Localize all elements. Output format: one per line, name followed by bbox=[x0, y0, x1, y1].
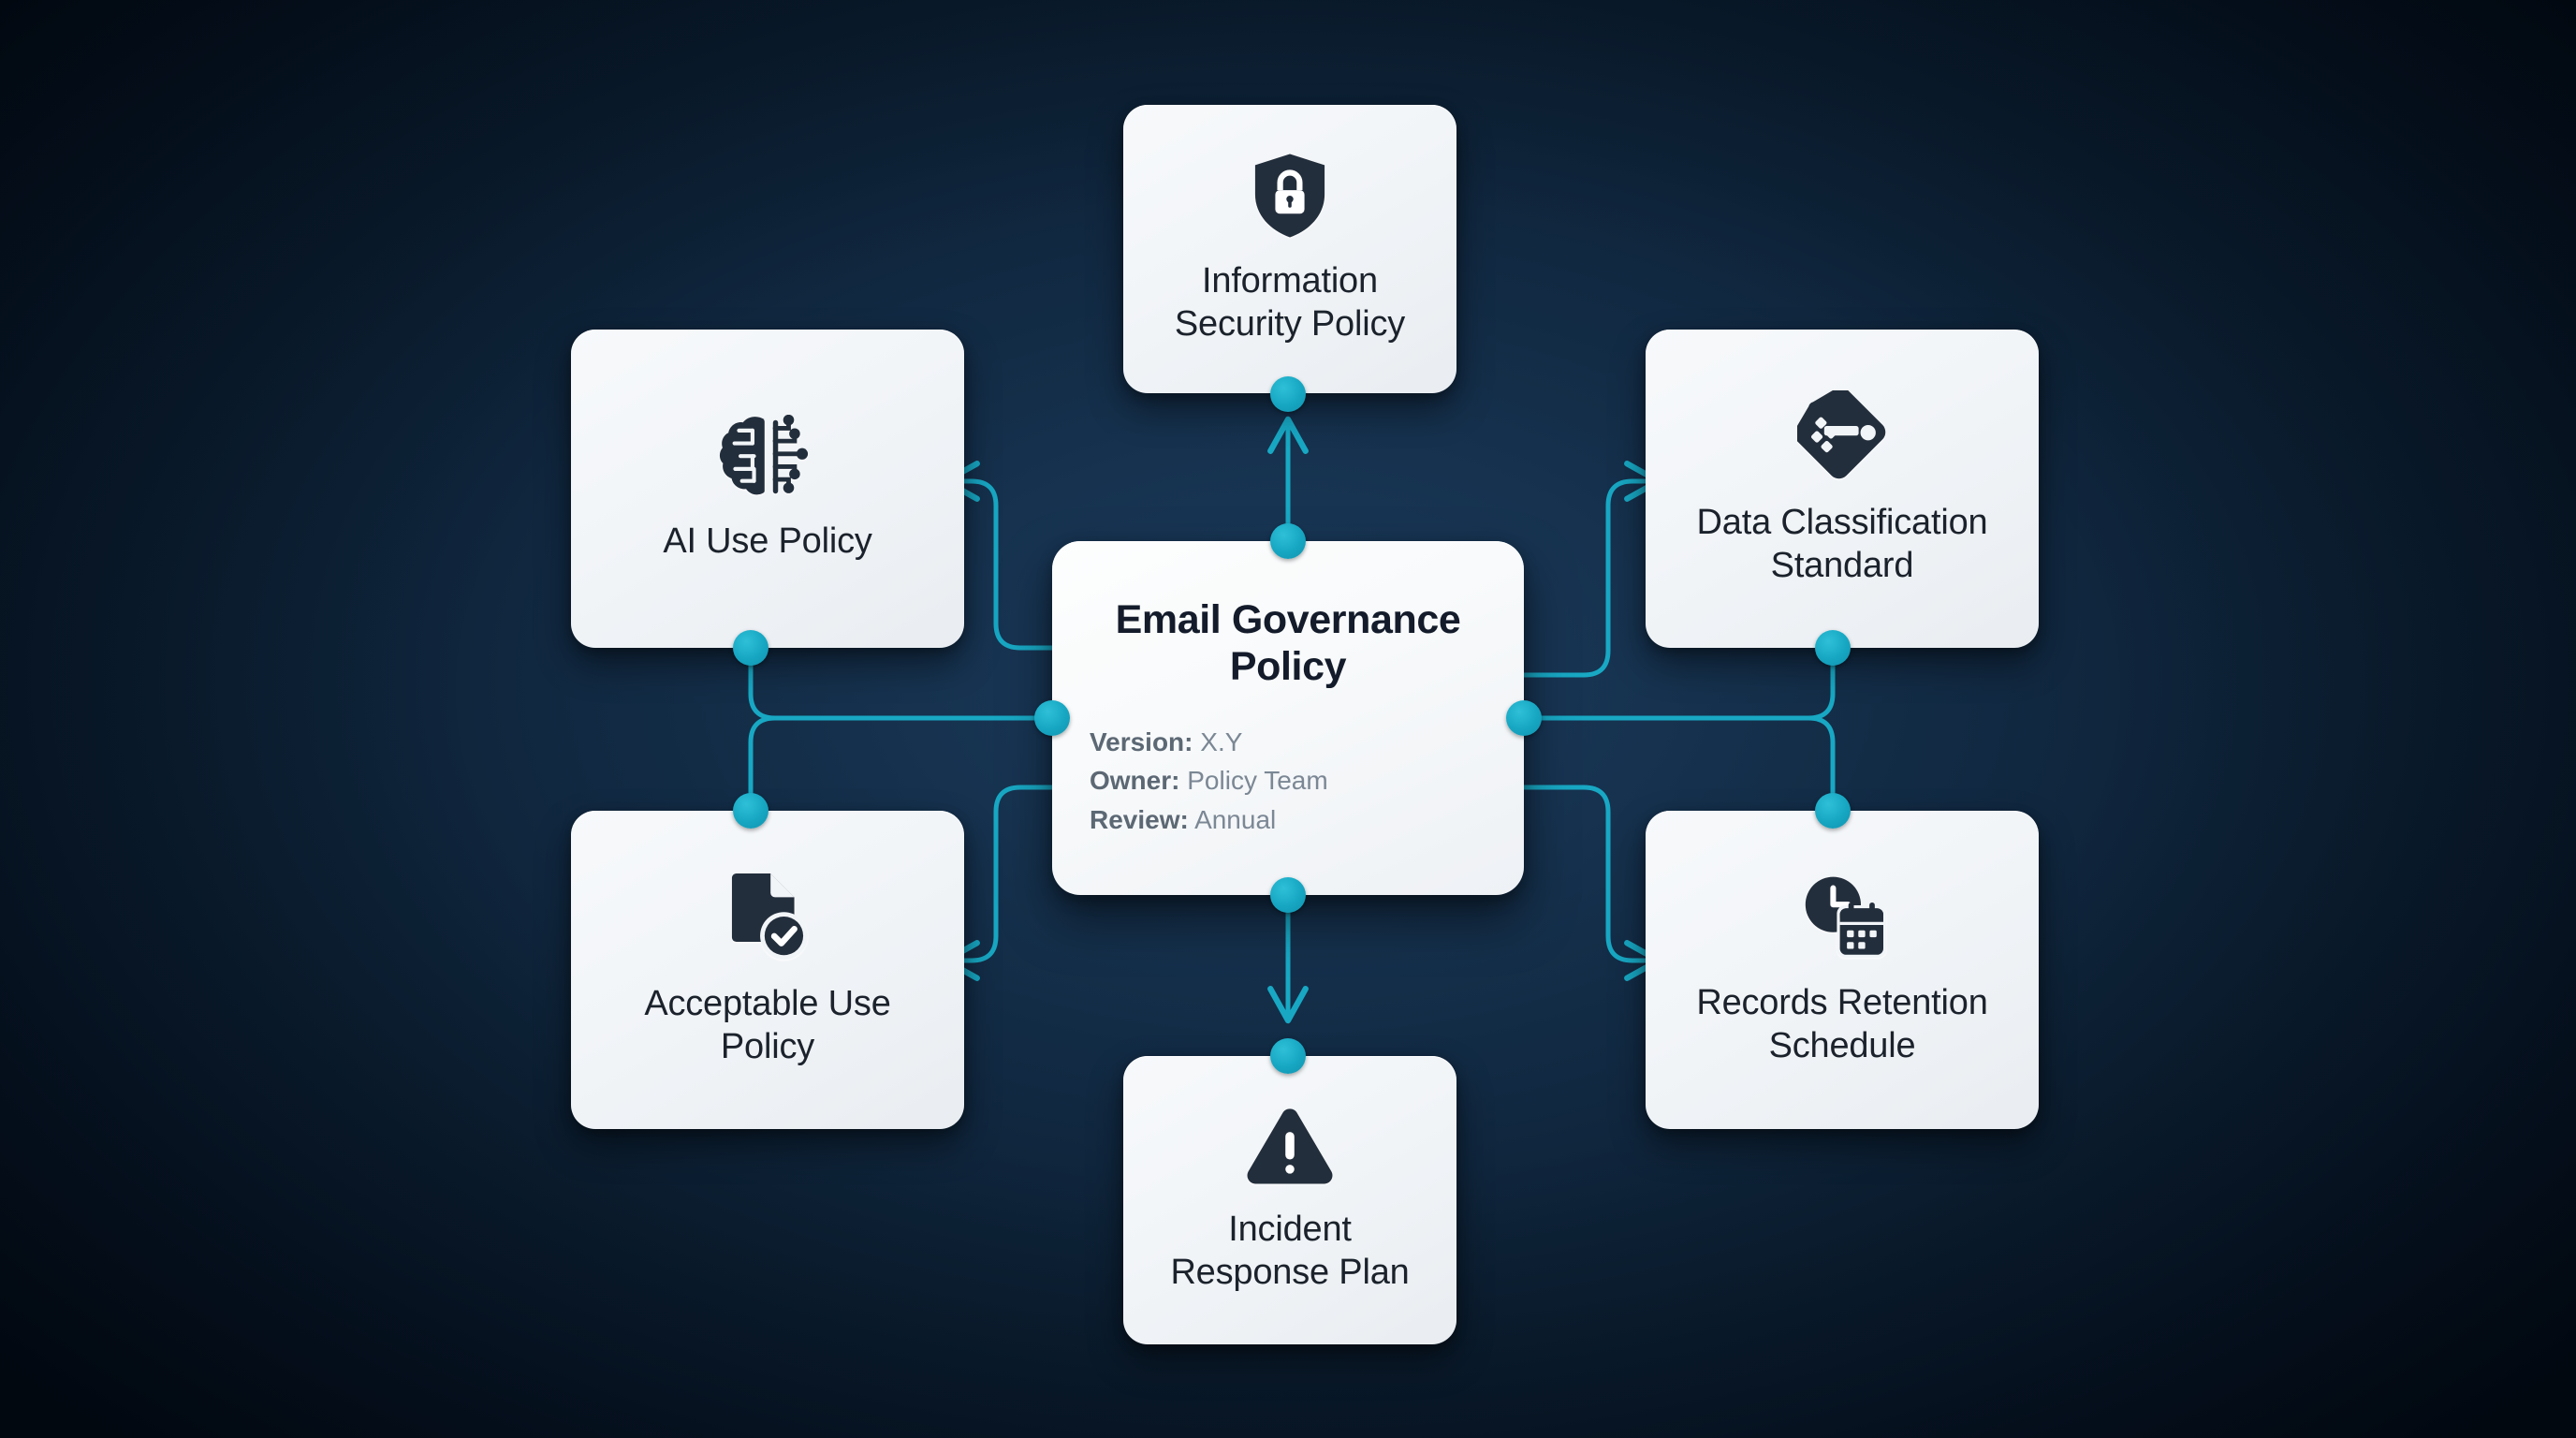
node-label: Records Retention Schedule bbox=[1696, 982, 1988, 1065]
warning-triangle-icon bbox=[1245, 1107, 1335, 1187]
shield-lock-icon bbox=[1250, 153, 1330, 239]
meta-version-value: X.Y bbox=[1200, 726, 1243, 756]
meta-version-label: Version: bbox=[1090, 726, 1193, 756]
node-email-governance-policy[interactable]: Email Governance Policy Version: X.Y Own… bbox=[1052, 541, 1524, 895]
node-information-security-policy[interactable]: Information Security Policy bbox=[1123, 105, 1456, 393]
brain-circuit-icon bbox=[719, 414, 816, 499]
port-dot-acceptable-use-policy bbox=[733, 793, 768, 829]
port-dot-records-retention-schedule bbox=[1815, 793, 1851, 829]
tag-icon bbox=[1797, 389, 1887, 480]
meta-owner: Owner: Policy Team bbox=[1090, 761, 1328, 800]
node-label: Acceptable Use Policy bbox=[644, 983, 891, 1066]
port-dot-data-classification-standard bbox=[1815, 630, 1851, 666]
port-dot-center-left bbox=[1034, 700, 1070, 736]
document-check-icon bbox=[724, 872, 811, 961]
edge-arrow-data-classification-standard bbox=[1521, 461, 1662, 678]
port-dot-center-right bbox=[1506, 700, 1542, 736]
clock-calendar-icon bbox=[1797, 873, 1887, 961]
edge-spine-right-down bbox=[1806, 715, 1836, 808]
meta-review: Review: Annual bbox=[1090, 800, 1276, 839]
node-incident-response-plan[interactable]: Incident Response Plan bbox=[1123, 1056, 1456, 1344]
meta-owner-label: Owner: bbox=[1090, 766, 1180, 796]
node-label: Data Classification Standard bbox=[1696, 502, 1988, 585]
page-title: Email Governance Policy bbox=[1115, 596, 1461, 689]
port-dot-ai-use-policy bbox=[733, 630, 768, 666]
port-dot-incident-response-plan bbox=[1270, 1038, 1306, 1074]
port-dot-center-top bbox=[1270, 523, 1306, 559]
port-dot-center-bottom bbox=[1270, 877, 1306, 913]
node-ai-use-policy[interactable]: AI Use Policy bbox=[571, 330, 964, 648]
node-records-retention-schedule[interactable]: Records Retention Schedule bbox=[1646, 811, 2039, 1129]
edge-arrow-records-retention-schedule bbox=[1521, 785, 1662, 981]
port-dot-information-security-policy bbox=[1270, 376, 1306, 412]
node-acceptable-use-policy[interactable]: Acceptable Use Policy bbox=[571, 811, 964, 1129]
meta-version: Version: X.Y bbox=[1090, 723, 1242, 761]
node-label: Incident Response Plan bbox=[1170, 1209, 1410, 1292]
node-label: Information Security Policy bbox=[1174, 260, 1406, 344]
node-label: AI Use Policy bbox=[663, 521, 872, 561]
meta-owner-value: Policy Team bbox=[1187, 766, 1328, 796]
meta-review-value: Annual bbox=[1194, 804, 1277, 834]
edge-spine-left-down bbox=[748, 715, 778, 808]
meta-review-label: Review: bbox=[1090, 804, 1189, 834]
node-data-classification-standard[interactable]: Data Classification Standard bbox=[1646, 330, 2039, 648]
